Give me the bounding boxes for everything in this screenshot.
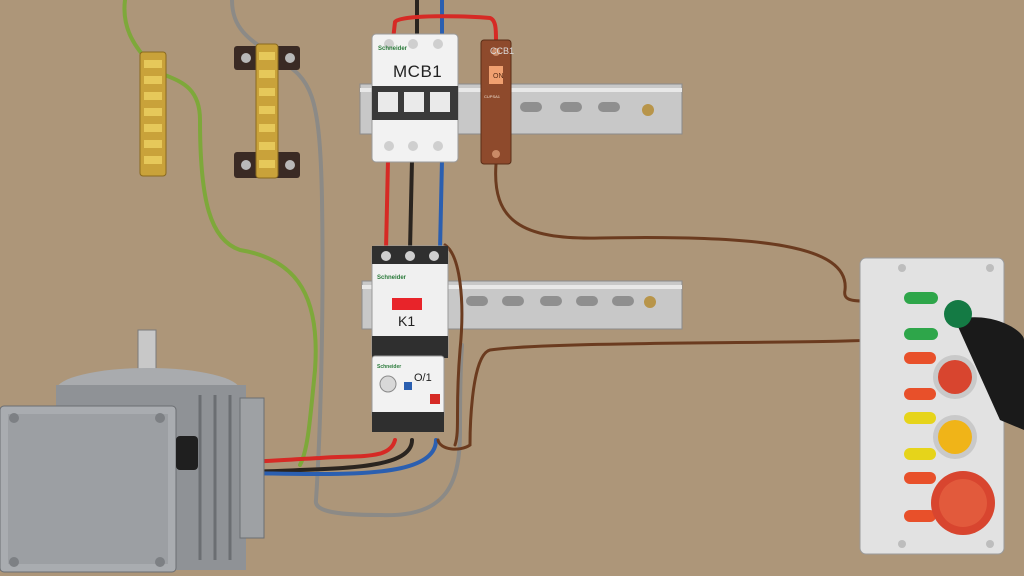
mcb1-breaker (371, 33, 459, 163)
control-wire-2 (436, 336, 907, 451)
yellow-terminals (904, 412, 936, 460)
overload-label: O/1 (414, 372, 432, 384)
mcb-brand-label: Schneider (378, 46, 408, 52)
contactor-brand-label: Schneider (377, 275, 407, 281)
pushbutton-station (859, 257, 1024, 555)
contactor-k1 (371, 245, 449, 359)
contactor-indicator (392, 298, 422, 310)
overload-relay (371, 355, 445, 432)
control-wire-3 (443, 243, 464, 447)
cable-gland (176, 436, 198, 470)
green-terminals (904, 292, 938, 340)
ccb-model-text: CUPSA1 (484, 94, 501, 99)
orange-terminals (904, 472, 936, 522)
ccb-switch-text: ON (493, 73, 504, 80)
ccb-label: CCB1 (490, 46, 515, 56)
earth-terminal-bar (139, 51, 167, 177)
ccb1-breaker (480, 39, 512, 165)
red-terminals (904, 352, 936, 400)
control-wire-1 (494, 162, 907, 304)
contactor-label: K1 (398, 313, 416, 329)
electric-motor (0, 329, 265, 573)
mcb-label: MCB1 (393, 62, 443, 81)
neutral-terminal-bar (234, 43, 300, 179)
overload-brand-label: Schneider (377, 364, 402, 370)
